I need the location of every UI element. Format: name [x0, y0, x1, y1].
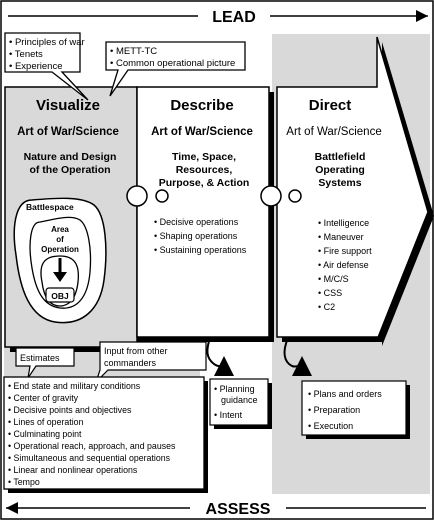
callout-principles-1: • Principles of war: [9, 37, 85, 48]
bottom-item-8: • Linear and nonlinear operations: [8, 465, 138, 475]
estimates-label: Estimates: [20, 353, 60, 363]
direct-item-4: • Air defense: [318, 260, 369, 270]
bottom-list-box: [3, 376, 205, 490]
bottom-item-1: • End state and military conditions: [8, 381, 141, 391]
callout-principles: • Principles of war • Tenets • Experienc…: [4, 32, 89, 101]
area-label-2: of: [56, 235, 64, 244]
describe-item-3: • Sustaining operations: [154, 245, 247, 255]
direct-item-2: • Maneuver: [318, 232, 364, 242]
describe-to-planning-arrow: [206, 337, 234, 377]
planning-2: guidance: [221, 395, 258, 405]
connector-describe-direct: [260, 185, 302, 207]
input-label-2: commanders: [104, 358, 157, 368]
direct-sub-1: Battlefield: [315, 151, 366, 163]
describe-sub-1: Time, Space,: [172, 151, 236, 163]
describe-item-1: • Decisive operations: [154, 217, 239, 227]
callout-mett: • METT-TC • Common operational picture: [105, 41, 246, 97]
planning-box: [209, 378, 269, 426]
area-label-1: Area: [51, 225, 69, 234]
assess-arrow: ASSESS: [6, 498, 426, 518]
describe-art: Art of War/Science: [151, 126, 253, 138]
direct-item-3: • Fire support: [318, 246, 372, 256]
describe-title: Describe: [170, 97, 233, 114]
bottom-item-9: • Tempo: [8, 477, 40, 487]
direct-arrow: [276, 36, 429, 341]
planning-3: • Intent: [214, 410, 243, 420]
input-callout: Input from other commanders: [95, 341, 207, 383]
plans-1: • Plans and orders: [308, 389, 382, 399]
callout-principles-2: • Tenets: [9, 49, 43, 60]
bottom-item-7: • Simultaneous and sequential operations: [8, 453, 171, 463]
lead-arrow: LEAD: [8, 6, 428, 26]
direct-item-6: • CSS: [318, 288, 342, 298]
callout-mett-2: • Common operational picture: [110, 58, 235, 69]
plans-box: [301, 380, 407, 436]
direct-sub-2: Operating: [315, 164, 365, 176]
visualize-sub-2: of the Operation: [29, 164, 110, 176]
lead-label: LEAD: [212, 9, 256, 26]
direct-to-plans-arrow: [283, 337, 312, 377]
describe-sub-2: Resources,: [176, 164, 233, 176]
direct-item-7: • C2: [318, 302, 335, 312]
plans-3: • Execution: [308, 421, 353, 431]
bottom-item-4: • Lines of operation: [8, 417, 84, 427]
direct-item-5: • M/C/S: [318, 274, 349, 284]
visualize-title: Visualize: [36, 97, 100, 114]
battlespace-label: Battlespace: [26, 202, 74, 212]
bottom-item-5: • Culminating point: [8, 429, 82, 439]
assess-label: ASSESS: [206, 501, 271, 518]
direct-title: Direct: [309, 97, 352, 114]
estimates-callout: Estimates: [15, 347, 75, 379]
planning-1: • Planning: [214, 384, 255, 394]
connector-visualize-describe: [126, 185, 169, 207]
area-label-3: Operation: [41, 245, 79, 254]
callout-mett-1: • METT-TC: [110, 46, 157, 57]
describe-box: [136, 86, 270, 338]
input-label-1: Input from other: [104, 346, 168, 356]
bottom-item-2: • Center of gravity: [8, 393, 79, 403]
bottom-item-6: • Operational reach, approach, and pause…: [8, 441, 176, 451]
bottom-item-3: • Decisive points and objectives: [8, 405, 132, 415]
describe-item-2: • Shaping operations: [154, 231, 238, 241]
direct-item-1: • Intelligence: [318, 218, 369, 228]
callout-principles-3: • Experience: [9, 61, 63, 72]
obj-label: OBJ: [51, 291, 69, 301]
battlespace-diagram: Battlespace Area of Operation OBJ: [13, 197, 107, 324]
describe-sub-3: Purpose, & Action: [159, 177, 250, 189]
direct-sub-3: Systems: [318, 177, 361, 189]
plans-2: • Preparation: [308, 405, 360, 415]
direct-art: Art of War/Science: [286, 126, 381, 138]
visualize-sub-1: Nature and Design: [24, 151, 117, 163]
visualize-art: Art of War/Science: [17, 126, 119, 138]
